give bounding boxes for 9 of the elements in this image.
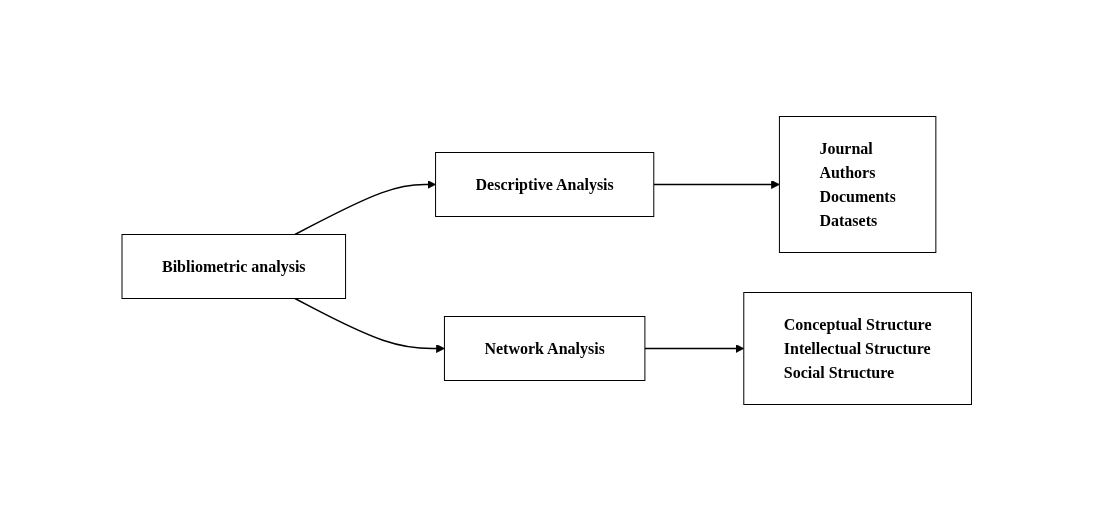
node-box: Descriptive Analysis xyxy=(434,152,655,217)
node-box: Bibliometric analysis xyxy=(121,234,346,299)
arrow xyxy=(643,344,744,353)
arrow xyxy=(293,180,436,236)
arrow xyxy=(652,180,780,189)
node-box: Journal Authors Documents Datasets xyxy=(778,116,937,253)
node-box: Conceptual Structure Intellectual Structure Social Structure xyxy=(743,292,972,405)
arrow xyxy=(293,297,445,353)
node-box: Network Analysis xyxy=(443,316,646,381)
